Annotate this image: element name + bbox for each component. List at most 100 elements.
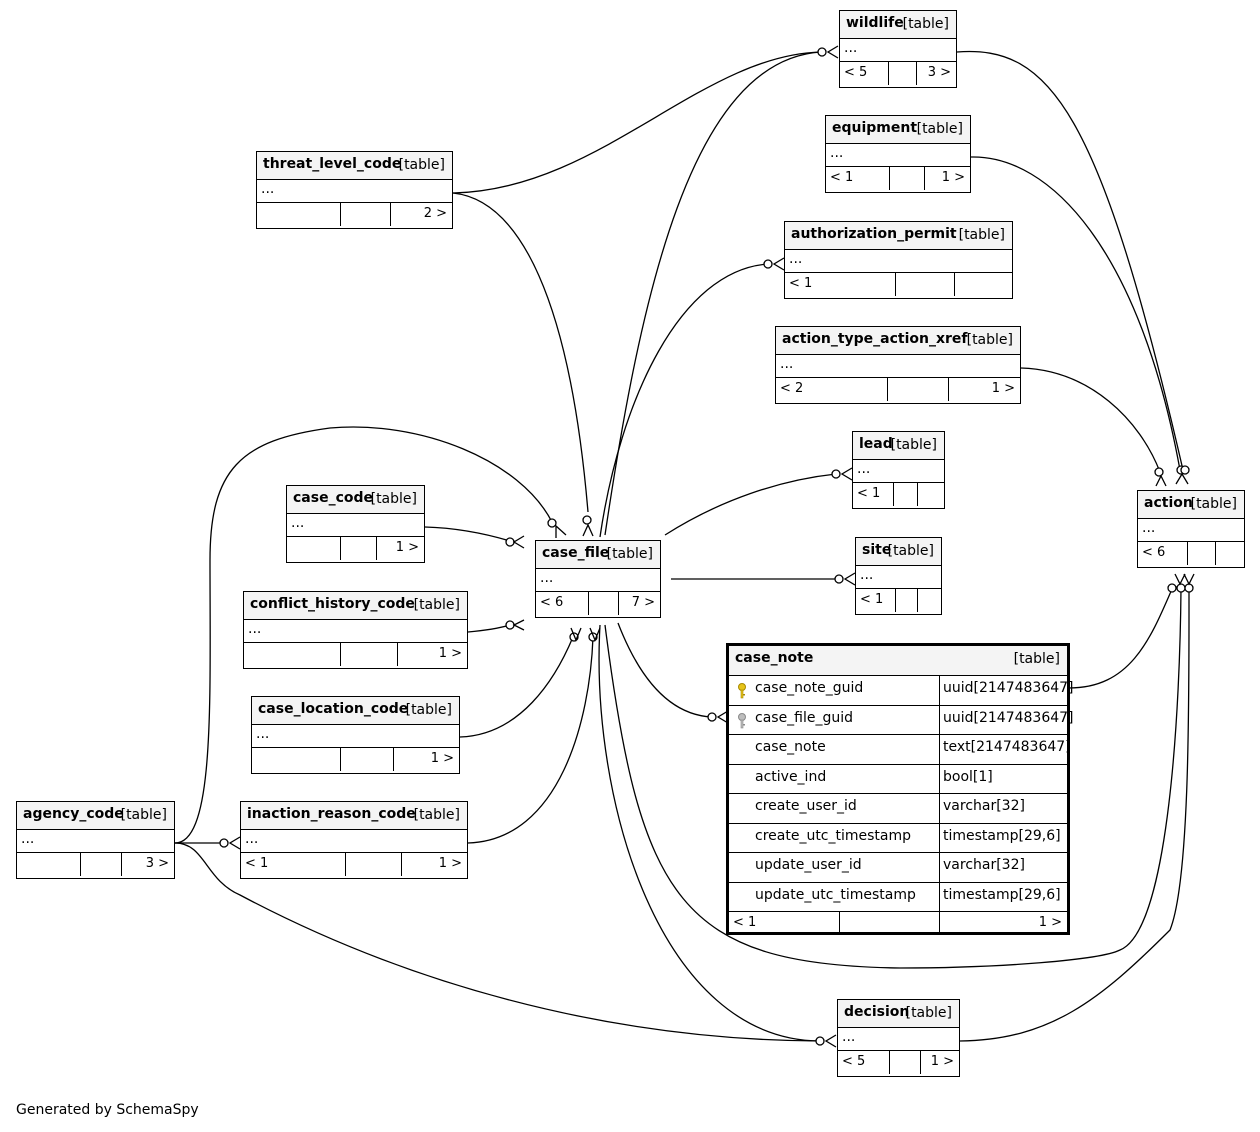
parents-count [17, 853, 81, 876]
edge-case-file-case-note [617, 622, 713, 718]
columns-row: ... [257, 180, 452, 203]
table-kind: [table] [916, 121, 963, 137]
table-footer: 1 > [287, 537, 424, 560]
column-name: update_user_id [755, 857, 862, 873]
parents-count: < 1 [826, 167, 890, 190]
table-decision[interactable]: decision[table] ... < 5 1 > [837, 999, 960, 1077]
table-footer: < 5 1 > [838, 1051, 959, 1074]
table-threat-level-code[interactable]: threat_level_code[table] ... 2 > [256, 151, 453, 229]
table-name[interactable]: site [862, 542, 892, 558]
column-row[interactable]: update_utc_timestamp timestamp[29,6] [729, 882, 1067, 912]
footer-spacer [589, 592, 619, 615]
table-name[interactable]: case_code [293, 490, 374, 506]
edge-inaction-case-file [467, 636, 594, 844]
table-name[interactable]: authorization_permit [791, 226, 957, 242]
columns-ellipsis: ... [789, 251, 803, 267]
column-row[interactable]: create_user_id varchar[32] [729, 794, 1067, 824]
column-row[interactable]: case_file_guid uuid[2147483647] [729, 705, 1074, 735]
column-row[interactable]: create_utc_timestamp timestamp[29,6] [729, 823, 1067, 853]
columns-ellipsis: ... [780, 356, 794, 372]
table-action[interactable]: action[table] ... < 6 [1137, 490, 1245, 568]
table-case-note[interactable]: case_note[table] case_note_guid uuid[214… [726, 643, 1074, 935]
columns-ellipsis: ... [261, 181, 275, 197]
column-type: timestamp[29,6] [943, 827, 1061, 844]
children-count: 1 > [1038, 915, 1062, 930]
table-footer: < 2 1 > [776, 378, 1020, 401]
column-row[interactable]: case_note_guid uuid[2147483647] [729, 676, 1074, 706]
edge-xref-action [1020, 367, 1161, 473]
table-authorization-permit[interactable]: authorization_permit[table] ... < 1 [784, 221, 1013, 299]
parents-count: < 1 [241, 853, 346, 876]
footer-spacer [889, 62, 917, 85]
parents-count: < 6 [1138, 542, 1188, 565]
table-header: decision[table] [838, 1000, 959, 1028]
table-footer: < 6 7 > [536, 592, 660, 615]
column-name: case_note_guid [755, 680, 864, 696]
table-lead[interactable]: lead[table] ... < 1 [852, 431, 945, 509]
table-conflict-history-code[interactable]: conflict_history_code[table] ... 1 > [243, 591, 468, 669]
table-header: case_note[table] [729, 646, 1067, 676]
table-name[interactable]: case_note [735, 650, 814, 666]
parents-count [287, 537, 341, 560]
children-count [955, 273, 1012, 296]
column-name: create_user_id [755, 798, 857, 814]
table-name[interactable]: action_type_action_xref [782, 331, 968, 347]
parents-count [244, 643, 341, 666]
table-name[interactable]: conflict_history_code [250, 596, 415, 612]
column-row[interactable]: active_ind bool[1] [729, 764, 1067, 794]
table-kind: [table] [966, 332, 1013, 348]
table-footer: 1 > [252, 748, 459, 771]
table-case-code[interactable]: case_code[table] ... 1 > [286, 485, 425, 563]
footer-spacer [894, 483, 918, 506]
table-name[interactable]: equipment [832, 120, 918, 136]
column-type: text[2147483647] [943, 739, 1071, 755]
children-count: 7 > [631, 595, 655, 610]
table-name[interactable]: lead [859, 436, 893, 452]
table-inaction-reason-code[interactable]: inaction_reason_code[table] ... < 1 1 > [240, 801, 468, 879]
table-name[interactable]: agency_code [23, 806, 124, 822]
table-name[interactable]: case_file [542, 545, 610, 561]
table-name[interactable]: case_location_code [258, 701, 409, 717]
edge-equipment-action [970, 156, 1181, 471]
table-case-location-code[interactable]: case_location_code[table] ... 1 > [251, 696, 460, 774]
table-action-type-action-xref[interactable]: action_type_action_xref[table] ... < 2 1… [775, 326, 1021, 404]
foreign-key-icon [738, 712, 746, 728]
edge-case-location-case-file [459, 636, 574, 738]
table-name[interactable]: decision [844, 1004, 910, 1020]
footer-spacer [896, 589, 918, 612]
column-name: case_note [755, 739, 826, 755]
columns-row: ... [826, 144, 970, 167]
footer-spacer [341, 643, 398, 666]
table-footer: < 5 3 > [840, 62, 956, 85]
table-name[interactable]: threat_level_code [263, 156, 402, 172]
columns-row: ... [785, 250, 1012, 273]
columns-row: ... [838, 1028, 959, 1051]
edge-case-file-lead [664, 473, 837, 536]
table-name[interactable]: wildlife [846, 15, 904, 31]
footer-spacer [346, 853, 402, 876]
footer-spacer [341, 748, 394, 771]
edge-agency-case-file [174, 426, 553, 844]
table-header: wildlife[table] [840, 11, 956, 39]
table-kind: [table] [405, 702, 452, 718]
table-site[interactable]: site[table] ... < 1 [855, 537, 942, 615]
table-agency-code[interactable]: agency_code[table] ... 3 > [16, 801, 175, 879]
table-footer: < 1 [856, 589, 941, 612]
column-row[interactable]: update_user_id varchar[32] [729, 853, 1067, 883]
table-footer: < 1 1 > [241, 853, 467, 876]
table-wildlife[interactable]: wildlife[table] ... < 5 3 > [839, 10, 957, 88]
edge-case-file-authorization [599, 263, 769, 538]
table-name[interactable]: action [1144, 495, 1193, 511]
table-case-file[interactable]: case_file[table] ... < 6 7 > [535, 540, 661, 618]
children-count: 1 > [941, 170, 965, 185]
children-count: 1 > [395, 540, 419, 555]
table-kind: [table] [1190, 496, 1237, 512]
table-kind: [table] [398, 157, 445, 173]
footer-spacer [1188, 542, 1216, 565]
table-name[interactable]: inaction_reason_code [247, 806, 416, 822]
columns-row: ... [536, 569, 660, 592]
column-row[interactable]: case_note text[2147483647] [729, 735, 1071, 765]
parents-count: < 6 [536, 592, 589, 615]
table-footer: < 1 [853, 483, 944, 506]
table-equipment[interactable]: equipment[table] ... < 1 1 > [825, 115, 971, 193]
